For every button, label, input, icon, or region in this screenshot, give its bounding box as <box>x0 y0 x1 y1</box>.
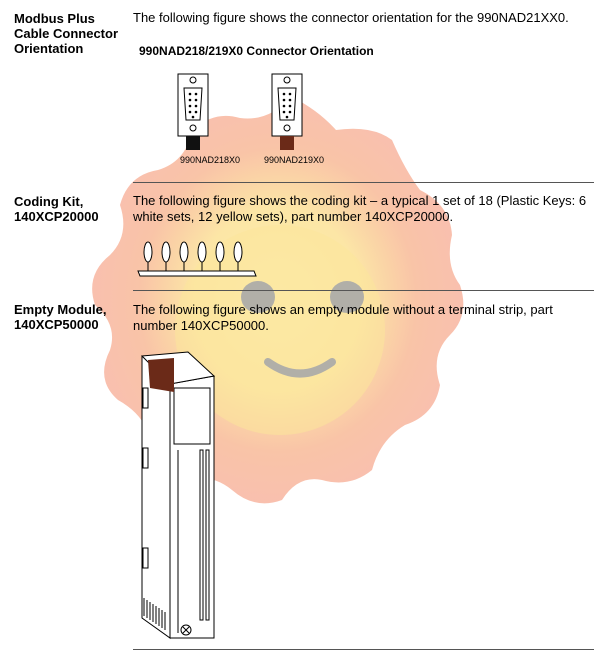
connector-orientation-figure <box>177 73 303 150</box>
coding-key-icon <box>215 241 225 271</box>
connector-label-218: 990NAD218X0 <box>180 155 241 165</box>
heading-line: 140XCP20000 <box>14 209 99 224</box>
module-tab <box>148 358 174 392</box>
heading-line: Empty Module, <box>14 302 107 317</box>
coding-key-icon <box>233 241 243 271</box>
heading-line: Cable Connector <box>14 26 119 41</box>
coding-key-icon <box>161 241 171 271</box>
module-vents <box>143 598 166 630</box>
coding-key-icon <box>197 241 207 271</box>
section-divider <box>133 649 594 650</box>
figure-title: 990NAD218/219X0 Connector Orientation <box>139 44 374 58</box>
heading-line: 140XCP50000 <box>14 317 99 332</box>
connector-219-icon <box>271 73 303 150</box>
module-label-window <box>173 387 211 445</box>
section-text-empty-module: The following figure shows an empty modu… <box>133 302 553 333</box>
module-slot <box>205 449 210 621</box>
section-text-coding-kit: The following figure shows the coding ki… <box>133 193 587 224</box>
section-divider <box>133 290 594 291</box>
heading-line: Modbus Plus <box>14 11 95 26</box>
empty-module-figure <box>140 351 216 639</box>
coding-kit-rail <box>137 270 257 277</box>
section-heading-empty-module: Empty Module, 140XCP50000 <box>14 302 129 332</box>
section-heading-connector-orientation: Modbus Plus Cable Connector Orientation <box>14 11 129 56</box>
coding-kit-figure <box>137 241 257 277</box>
section-text-connector-orientation: The following figure shows the connector… <box>133 10 569 25</box>
coding-key-icon <box>179 241 189 271</box>
connector-label-219: 990NAD219X0 <box>264 155 325 165</box>
section-heading-coding-kit: Coding Kit, 140XCP20000 <box>14 194 129 224</box>
coding-key-icon <box>143 241 153 271</box>
heading-line: Coding Kit, <box>14 194 84 209</box>
connector-218-icon <box>177 73 209 150</box>
heading-line: Orientation <box>14 41 84 56</box>
module-slot <box>199 449 204 621</box>
section-divider <box>133 182 594 183</box>
